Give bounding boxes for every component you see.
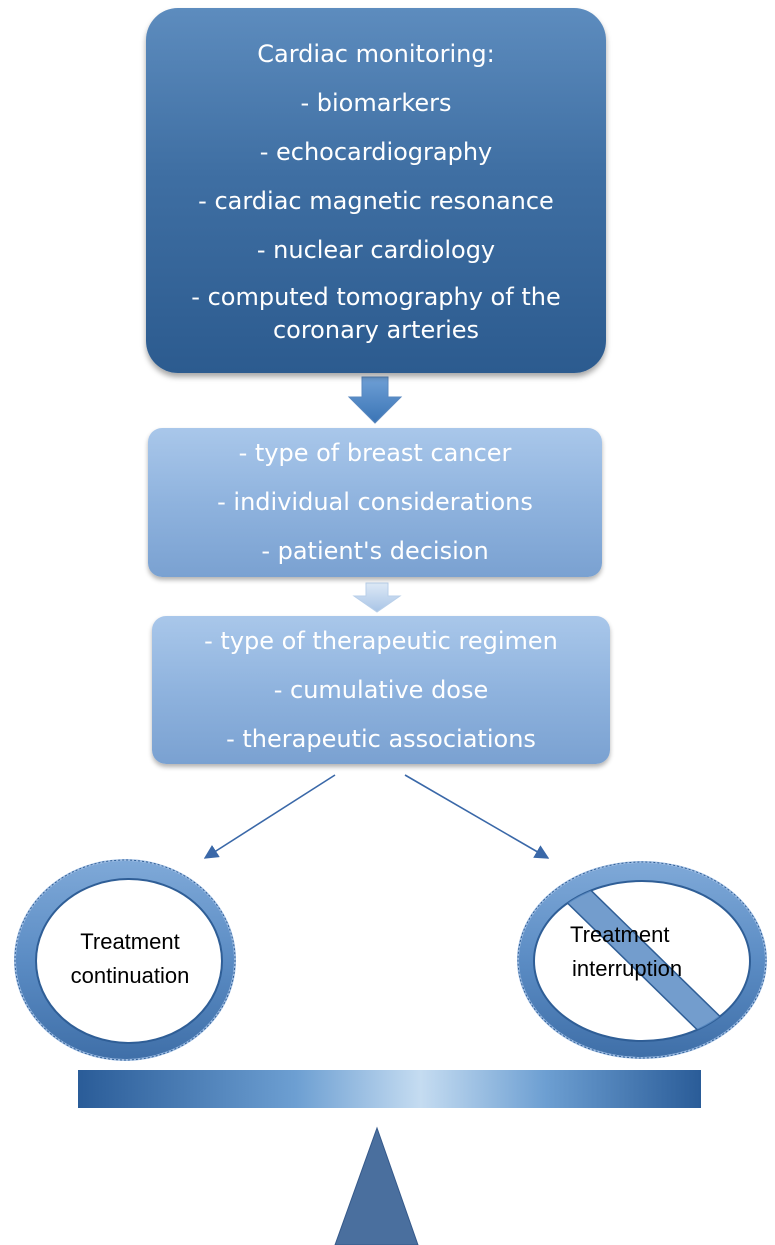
patient-factor-decision: - patient's decision — [261, 537, 489, 565]
arrow-to-continuation — [203, 774, 336, 859]
monitoring-item-echocardiography: - echocardiography — [259, 138, 493, 166]
monitoring-item-ct-line1: - computed tomography of the — [191, 283, 561, 311]
interruption-label: Treatment interruption — [560, 918, 720, 986]
therapy-factor-dose: - cumulative dose — [273, 675, 489, 704]
interruption-label-line1: Treatment — [570, 922, 670, 947]
arrow-to-interruption — [404, 774, 550, 859]
balance-beam — [78, 1070, 701, 1108]
therapy-factors-box: - type of therapeutic regimen - cumulati… — [152, 616, 610, 764]
down-arrow-2 — [352, 582, 402, 613]
fulcrum-triangle — [334, 1126, 419, 1245]
patient-factors-box: - type of breast cancer - individual con… — [148, 428, 602, 577]
continuation-label: Treatment continuation — [55, 925, 205, 993]
down-arrow-1 — [347, 376, 403, 424]
monitoring-title: Cardiac monitoring: — [257, 40, 495, 68]
cardiac-monitoring-box: Cardiac monitoring: - biomarkers - echoc… — [146, 8, 606, 373]
therapy-factor-associations: - therapeutic associations — [226, 724, 536, 753]
patient-factor-individual: - individual considerations — [217, 488, 533, 516]
monitoring-item-nuclear: - nuclear cardiology — [256, 236, 496, 264]
monitoring-item-cmr: - cardiac magnetic resonance — [198, 187, 554, 215]
interruption-label-line2: interruption — [572, 956, 683, 981]
continuation-ring — [14, 859, 236, 1061]
continuation-label-line1: Treatment — [80, 929, 180, 954]
interruption-ring — [517, 861, 767, 1059]
monitoring-item-ct-line2: coronary arteries — [272, 316, 480, 344]
monitoring-item-biomarkers: - biomarkers — [300, 89, 452, 117]
therapy-factor-regimen: - type of therapeutic regimen — [204, 626, 558, 655]
continuation-label-line2: continuation — [70, 963, 190, 988]
patient-factor-cancer-type: - type of breast cancer — [238, 439, 512, 467]
